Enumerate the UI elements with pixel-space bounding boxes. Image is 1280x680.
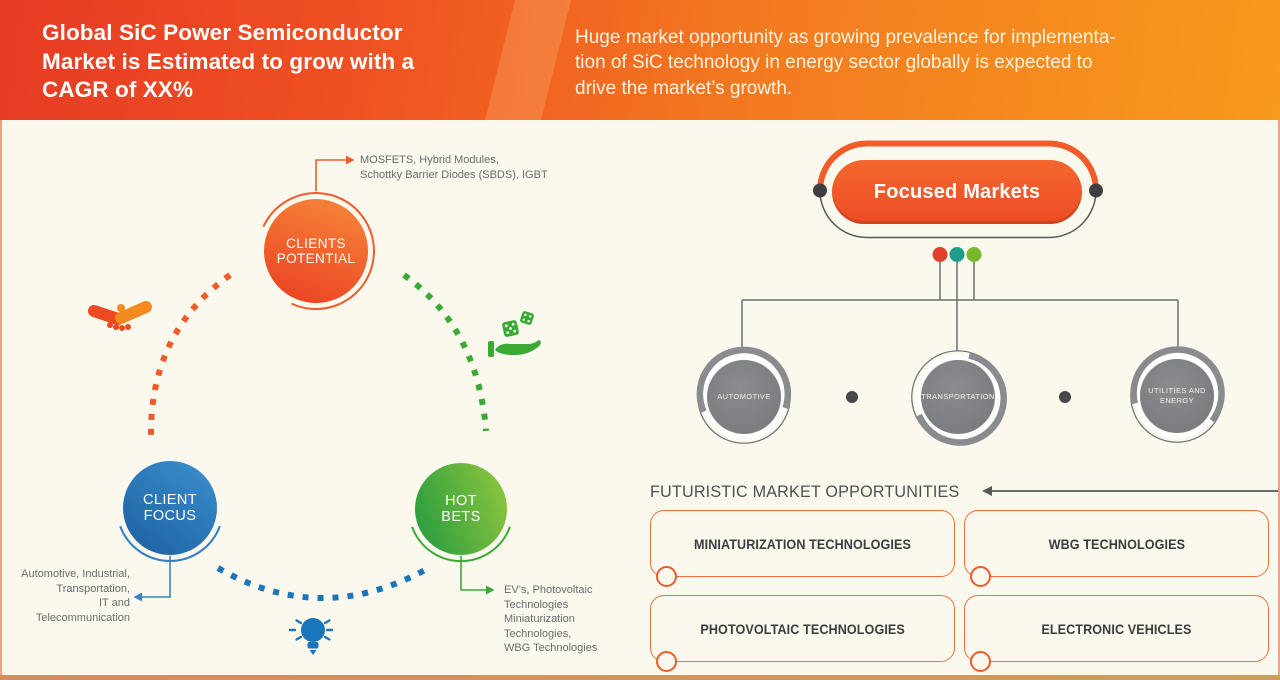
opportunity-box-miniaturization: MINIATURIZATION TECHNOLOGIES <box>650 510 955 577</box>
client-focus-connector <box>142 556 171 598</box>
opportunity-box-wbg: WBG TECHNOLOGIES <box>964 510 1269 577</box>
segment-utilities-energy: UTILITIES AND ENERGY <box>1140 359 1214 433</box>
focused-markets-ring <box>813 140 1103 239</box>
dotted-arc-green <box>402 272 489 432</box>
box-corner-circle <box>656 651 677 672</box>
opportunity-label: PHOTOVOLTAIC TECHNOLOGIES <box>700 620 905 637</box>
opportunity-label: MINIATURIZATION TECHNOLOGIES <box>694 535 911 552</box>
hot-bets-circle: HOT BETS <box>415 463 507 555</box>
market-tree <box>741 247 1179 351</box>
segment-arcs <box>696 346 1225 446</box>
clients-potential-note: MOSFETS, Hybrid Modules, Schottky Barrie… <box>360 154 548 181</box>
ring-bottom-arc <box>819 190 1097 239</box>
arrow-right-icon <box>346 155 355 165</box>
segment-transportation: TRANSPORTATION <box>921 360 995 434</box>
separator-dot <box>846 391 858 403</box>
header-banner: Global SiC Power Semiconductor Market is… <box>0 0 1280 120</box>
arrow-left-icon <box>982 486 992 496</box>
content-area: CLIENTS POTENTIAL CLIENT FOCUS HOT BETS … <box>0 120 1280 680</box>
dot-green <box>966 247 982 262</box>
box-corner-circle <box>970 566 991 587</box>
segment-automotive: AUTOMOTIVE <box>707 360 781 434</box>
lightbulb-icon <box>288 618 334 655</box>
opportunity-box-photovoltaic: PHOTOVOLTAIC TECHNOLOGIES <box>650 595 955 662</box>
dotted-arc-orange <box>147 272 232 437</box>
dot-red <box>932 247 948 262</box>
annotation-connectors <box>133 155 495 602</box>
opportunity-box-electronic-vehicles: ELECTRONIC VEHICLES <box>964 595 1269 662</box>
header-subtitle: Huge market opportunity as growing preva… <box>575 27 1116 99</box>
client-focus-note: Automotive, Industrial, Transportation, … <box>21 568 130 624</box>
box-corner-circle <box>656 566 677 587</box>
focused-markets-pill: Focused Markets <box>832 160 1082 224</box>
page-title: Global SiC Power Semiconductor Market is… <box>42 20 415 103</box>
clients-potential-connector <box>315 159 346 191</box>
dice-hand-icon <box>488 311 541 357</box>
dotted-arc-blue <box>216 565 427 601</box>
clients-potential-ring <box>262 192 375 311</box>
ring-left-dot <box>813 183 827 198</box>
box-corner-circle <box>970 651 991 672</box>
arrow-left-icon <box>133 592 142 602</box>
dot-teal <box>949 247 965 262</box>
hot-bets-connector <box>460 556 486 591</box>
opportunities-heading: FUTURISTIC MARKET OPPORTUNITIES <box>650 482 960 501</box>
ring-top-arc <box>817 140 1099 194</box>
frame-left-edge <box>0 120 2 676</box>
clients-potential-circle: CLIENTS POTENTIAL <box>264 199 368 303</box>
heading-arrow <box>982 486 1278 496</box>
hot-bets-note: EV’s, Photovoltaic Technologies Miniatur… <box>504 584 598 655</box>
tree-lines <box>741 262 1179 351</box>
separator-dot <box>1059 391 1071 403</box>
ring-right-dot <box>1089 183 1103 198</box>
diagram-overlay <box>88 140 1278 655</box>
frame-bottom-edge <box>0 675 1280 680</box>
arrow-right-icon <box>486 585 495 595</box>
opportunity-label: ELECTRONIC VEHICLES <box>1041 620 1192 637</box>
frame-right-edge <box>1278 120 1280 676</box>
client-focus-circle: CLIENT FOCUS <box>123 461 217 555</box>
opportunity-label: WBG TECHNOLOGIES <box>1048 535 1185 552</box>
dotted-arcs <box>147 272 489 601</box>
handshake-icon <box>88 301 152 331</box>
